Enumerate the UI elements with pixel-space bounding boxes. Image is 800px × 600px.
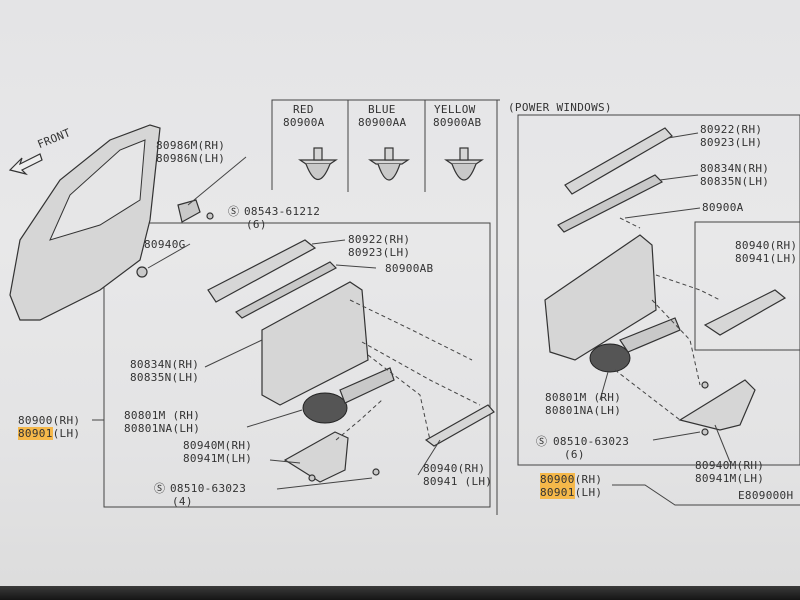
armrest-80940m-right [678,379,756,431]
figure-code: E809000H [738,489,794,502]
strip-80834n-left [235,261,337,319]
part-80801m-right: 80801M (RH) [545,391,622,404]
speaker-left-icon [302,392,348,424]
part-80986n: 80986N(LH) [156,152,226,165]
part-80901-lh-left: 80901(LH) [18,427,81,440]
screw-symbol-icon: Ⓢ [154,482,166,495]
clip-blue-label: BLUE [368,103,396,116]
strip-80922-left [207,239,317,303]
part-80940m-right: 80940M(RH) [695,459,765,472]
screw-08543: 08543-61212 [244,205,321,218]
part-80900a: 80900A [702,201,744,214]
screw-symbol-icon: Ⓢ [536,435,548,448]
screw-08510-left: 08510-63023 [170,482,247,495]
right-assembly-box [517,114,800,466]
part-80923-left: 80923(LH) [348,246,411,259]
left-assembly-box [103,222,491,508]
part-80801m-left: 80801M (RH) [124,409,201,422]
door-trim-right [544,234,657,361]
part-80922-left: 80922(RH) [348,233,411,246]
clip-blue-code: 80900AA [358,116,407,129]
clip-yellow-icon [444,147,484,181]
part-80941m-left: 80941M(LH) [183,452,253,465]
part-80986m: 80986M(RH) [156,139,226,152]
clip-80940g-icon [136,266,148,278]
part-80940g: 80940G [144,238,186,251]
part-80941m-right: 80941M(LH) [695,472,765,485]
front-arrow-icon [8,153,43,176]
part-80941-right: 80941(LH) [735,252,798,265]
clip-red-code: 80900A [283,116,325,129]
power-windows-label: (POWER WINDOWS) [508,101,612,114]
screw-08510-right: 08510-63023 [553,435,630,448]
part-80900ab: 80900AB [385,262,434,275]
clip-red-label: RED [293,103,314,116]
part-80801na-left: 80801NA(LH) [124,422,201,435]
screw-08543-qty: (6) [246,218,267,231]
part-80941-left: 80941 (LH) [423,475,493,488]
door-trim-left [261,281,369,406]
screw-symbol-icon: Ⓢ [228,205,240,218]
strip-80922-right [564,127,673,195]
part-80835n-right: 80835N(LH) [700,175,770,188]
clip-yellow-label: YELLOW [434,103,476,116]
monitor-bezel [0,586,800,600]
armrest-80940m-left [283,431,349,483]
part-80922-right: 80922(RH) [700,123,763,136]
part-80834n-right: 80834N(RH) [700,162,770,175]
switch-80940-left [424,404,495,447]
clip-blue-icon [368,147,410,181]
part-80940-right: 80940(RH) [735,239,798,252]
switch-subbox [694,221,800,351]
bracket-80986-icon [177,199,201,223]
part-80940m-left: 80940M(RH) [183,439,253,452]
part-80834n-left: 80834N(RH) [130,358,200,371]
clip-yellow-code: 80900AB [433,116,482,129]
part-80835n-left: 80835N(LH) [130,371,200,384]
part-80901-lh-right: 80901(LH) [540,486,603,499]
part-80900-rh-left: 80900(RH) [18,414,81,427]
strip-80834n-right [557,174,664,233]
clip-red-icon [298,147,338,181]
part-80900-rh-right: 80900(RH) [540,473,603,486]
part-80801na-right: 80801NA(LH) [545,404,622,417]
screw-08510-right-qty: (6) [564,448,585,461]
part-80940-left: 80940(RH) [423,462,486,475]
switch-80940-right [703,289,787,336]
speaker-right-icon [589,343,631,373]
screw-08510-left-qty: (4) [172,495,193,508]
clip-header-frame [271,99,500,190]
part-80923-right: 80923(LH) [700,136,763,149]
